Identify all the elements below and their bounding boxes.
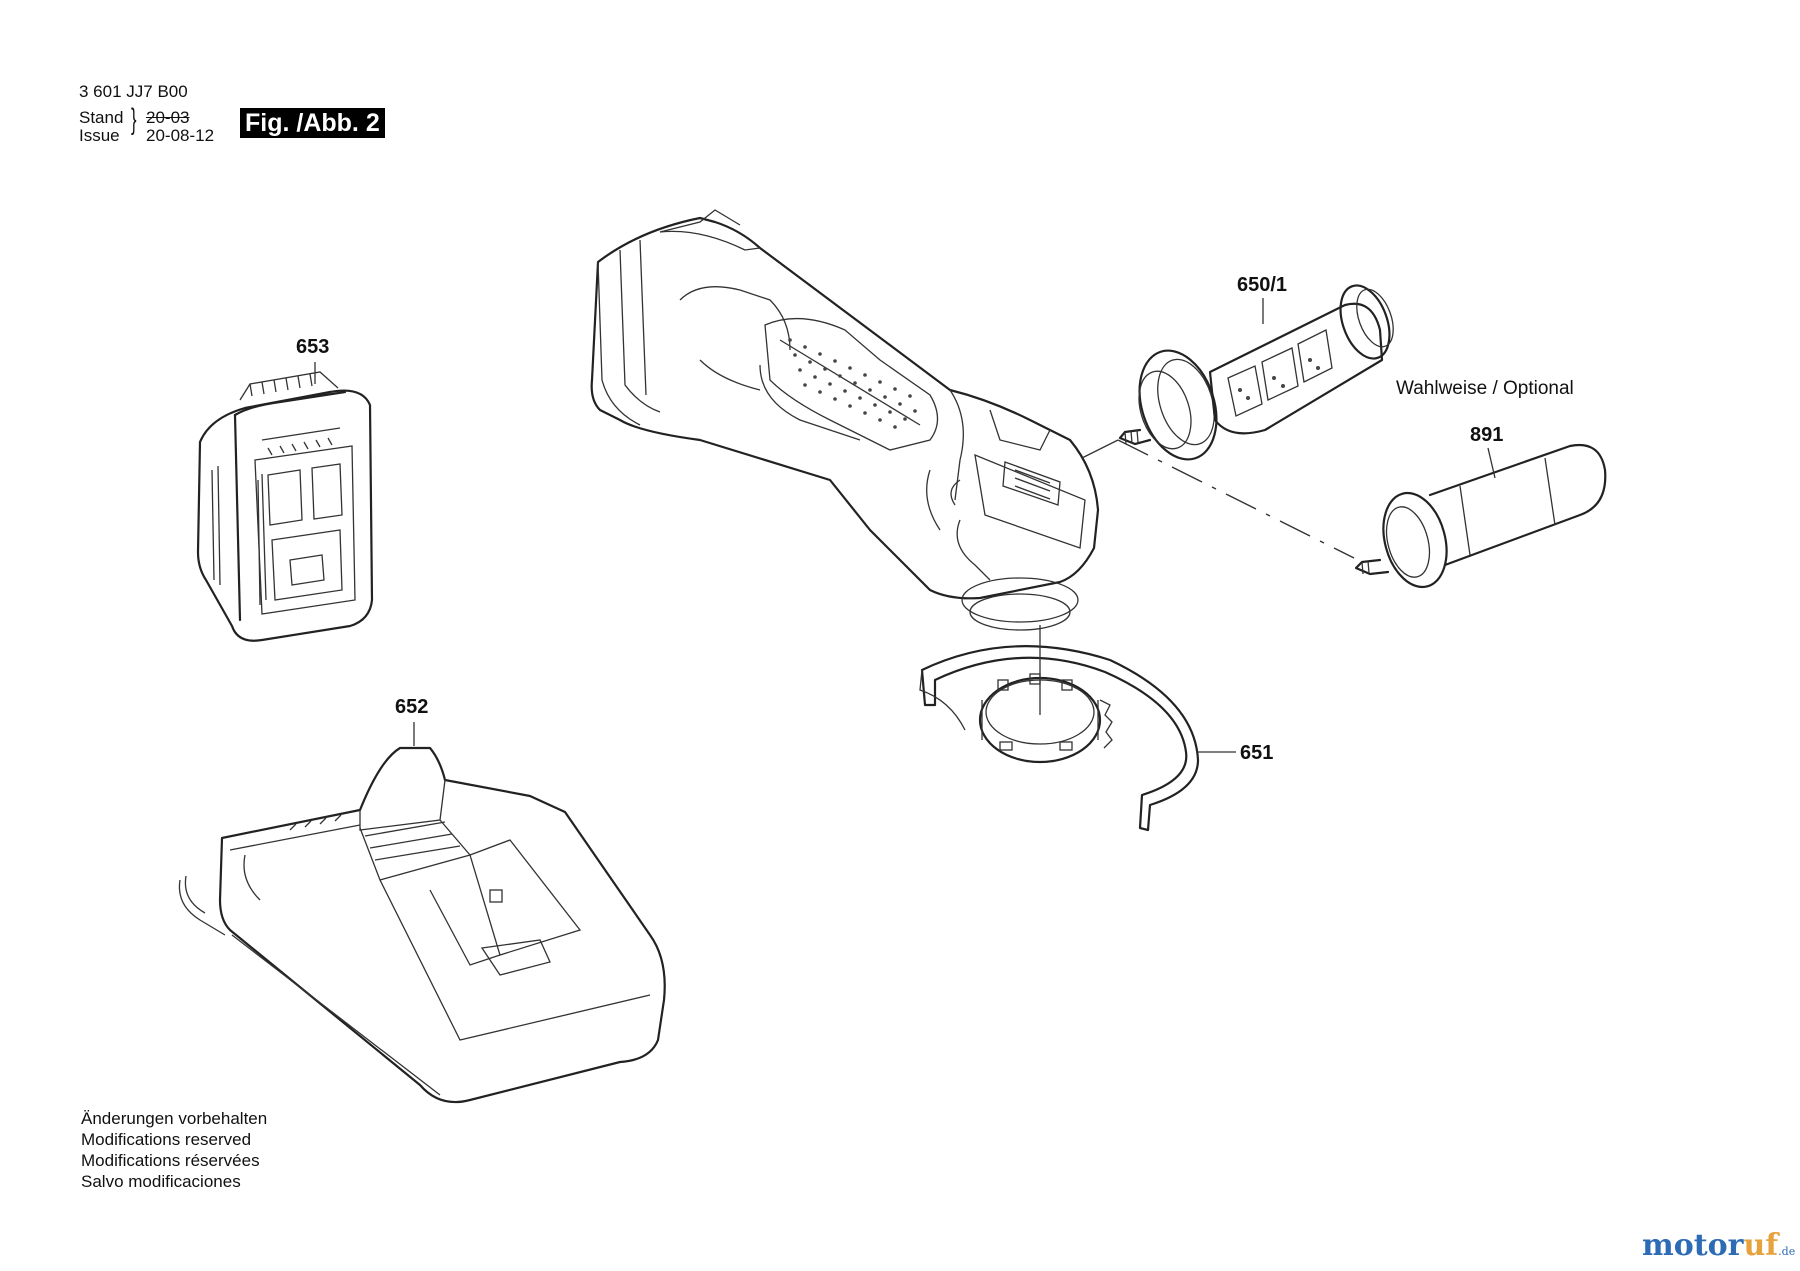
stand-label: Stand: [79, 108, 124, 127]
brand-suffix: .de: [1778, 1245, 1796, 1258]
guard-illustration: [919, 645, 1200, 832]
brand-name-primary: motor: [1642, 1228, 1744, 1263]
part-label-653: 653: [296, 336, 330, 358]
grip-texture: [788, 338, 917, 429]
disclaimer-de: Änderungen vorbehalten: [81, 1109, 268, 1128]
optional-note: Wahlweise / Optional: [1396, 378, 1574, 399]
disclaimer-en: Modifications reserved: [81, 1130, 252, 1149]
brace-icon: }: [131, 103, 137, 136]
aux-handle-illustration: [1118, 284, 1394, 461]
disclaimer-fr: Modifications réservées: [81, 1151, 260, 1170]
battery-pack-illustration: [196, 371, 374, 642]
optional-handle-illustration: [1354, 443, 1607, 589]
part-label-650-1: 650/1: [1237, 274, 1288, 296]
figure-badge: Fig. /Abb. 2: [240, 108, 385, 138]
brand-logo: motoruf.de: [1642, 1228, 1795, 1263]
charger-illustration: [178, 746, 666, 1104]
issue-label: Issue: [79, 126, 120, 145]
angle-grinder-illustration: [590, 209, 1100, 631]
disclaimer-es: Salvo modificaciones: [81, 1172, 241, 1191]
issue-value: 20-08-12: [146, 126, 215, 145]
stand-value: 20-03: [146, 108, 190, 127]
brand-name-accent: uf: [1743, 1228, 1779, 1263]
part-label-891: 891: [1470, 424, 1504, 446]
assembly-line: [1117, 439, 1355, 559]
part-label-651: 651: [1240, 742, 1274, 764]
part-label-652: 652: [395, 696, 429, 718]
article-number: 3 601 JJ7 B00: [79, 82, 188, 101]
